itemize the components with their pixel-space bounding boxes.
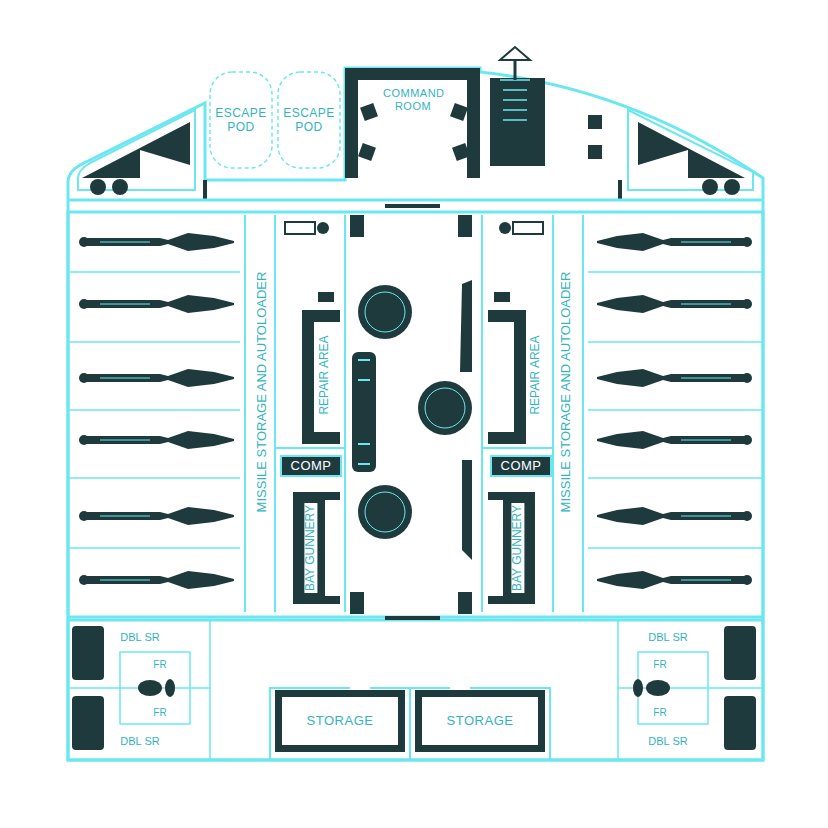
room-name: STORAGE bbox=[447, 714, 514, 729]
room-name: STORAGE bbox=[307, 714, 374, 729]
storage-room: STORAGE bbox=[275, 690, 405, 752]
room-name: ESCAPE POD bbox=[211, 107, 271, 135]
room-label: DBL SR bbox=[118, 735, 161, 747]
room-name: ESCAPE POD bbox=[279, 107, 339, 135]
area-label: MISSILE STORAGE AND AUTOLOADER bbox=[255, 270, 269, 515]
room-name: COMMAND ROOM bbox=[383, 87, 443, 112]
area-label: BAY GUNNERY bbox=[304, 503, 317, 593]
area-label: MISSILE STORAGE AND AUTOLOADER bbox=[559, 270, 573, 515]
room-label: FR bbox=[151, 707, 168, 718]
room-name: COMP bbox=[501, 459, 542, 474]
command-room: COMMAND ROOM bbox=[367, 80, 459, 120]
computer-box: COMP bbox=[280, 455, 342, 477]
room-label: FR bbox=[151, 659, 168, 670]
room-label: DBL SR bbox=[646, 735, 689, 747]
computer-box: COMP bbox=[490, 455, 552, 477]
room-label: DBL SR bbox=[118, 631, 161, 643]
room-label: DBL SR bbox=[646, 631, 689, 643]
room-name: COMP bbox=[291, 459, 332, 474]
room-label: FR bbox=[651, 707, 668, 718]
storage-room: STORAGE bbox=[415, 690, 545, 752]
area-label: REPAIR AREA bbox=[529, 333, 542, 416]
area-label: REPAIR AREA bbox=[318, 333, 331, 416]
room-label: FR bbox=[651, 659, 668, 670]
area-label: BAY GUNNERY bbox=[511, 503, 524, 593]
escape-pod: ESCAPE POD bbox=[207, 76, 275, 166]
escape-pod: ESCAPE POD bbox=[275, 76, 343, 166]
